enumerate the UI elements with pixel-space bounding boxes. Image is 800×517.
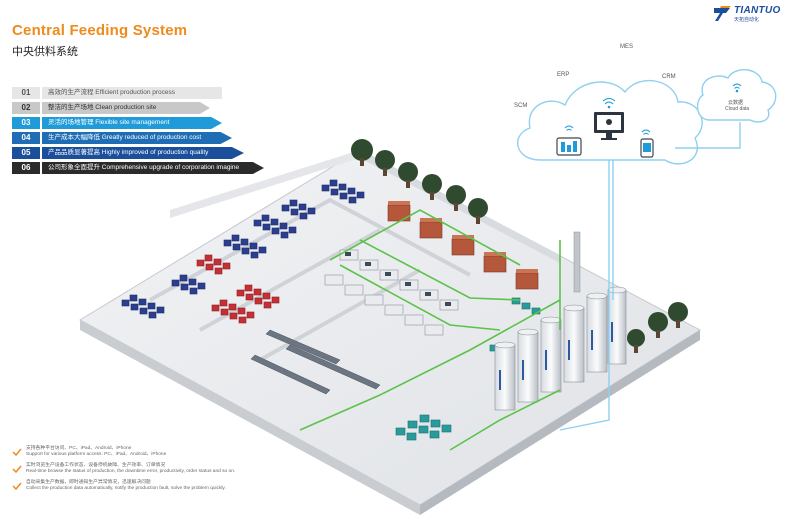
system-label-mes: MES — [620, 44, 634, 50]
note-item: 自动采集生产数据，即时通知生产异常情况，迅速解决问题 Collect the p… — [12, 480, 312, 492]
note-item: 实时浏览生产设备工作状态、设备停机故障、生产效率、订单情况 Real-time … — [12, 463, 312, 475]
feature-item: 01 高效的生产流程 Efficient production process — [12, 87, 272, 99]
monitor-icon — [594, 112, 624, 140]
feature-text: 生产成本大幅降低 Greatly reduced of production c… — [42, 132, 232, 144]
tablet-icon — [556, 137, 582, 156]
feature-number: 02 — [12, 102, 40, 114]
logo-name: TIANTUO — [734, 5, 781, 16]
system-label-erp: ERP — [557, 72, 570, 78]
company-logo: TIANTUO 天拓自动化 — [712, 5, 792, 23]
logo-name-cn: 天拓自动化 — [734, 17, 760, 23]
feature-number: 04 — [12, 132, 40, 144]
trees — [351, 139, 688, 353]
note-text-en: Real-time browse the status of productio… — [26, 469, 236, 474]
feature-number: 01 — [12, 87, 40, 99]
cloud-data-label-en: Cloud data — [725, 106, 750, 112]
conveyor-lines — [250, 329, 381, 395]
check-icon — [12, 482, 22, 491]
silos — [494, 286, 627, 411]
wifi-icon — [564, 83, 742, 135]
feature-text: 灵活的场地管理 Flexible site management — [42, 117, 222, 129]
cloud-data-label-cn: 云数据 — [728, 100, 744, 106]
feature-item: 05 产品品质显著提高 Highly improved of productio… — [12, 147, 272, 159]
feature-item: 04 生产成本大幅降低 Greatly reduced of productio… — [12, 132, 272, 144]
feature-item: 06 公司形象全面提升 Comprehensive upgrade of cor… — [12, 162, 272, 174]
feature-text: 公司形象全面提升 Comprehensive upgrade of corpor… — [42, 162, 264, 174]
note-text-cn: 实时浏览生产设备工作状态、设备停机故障、生产效率、订单情况 — [26, 463, 166, 468]
system-label-scm: SCM — [514, 103, 528, 109]
material-bins-blue — [121, 179, 365, 319]
feature-text: 整洁的生产场地 Clean production site — [42, 102, 210, 114]
feature-number: 05 — [12, 147, 40, 159]
note-text-en: Collect the production data automaticall… — [26, 486, 226, 491]
feature-item: 03 灵活的场地管理 Flexible site management — [12, 117, 272, 129]
note-text-cn: 自动采集生产数据，即时通知生产异常情况，迅速解决问题 — [26, 480, 151, 485]
silo-stripes — [499, 322, 613, 390]
note-text-cn: 支持各种平台访问、PC、iPad、Android、iPhone — [26, 446, 132, 451]
chimney — [573, 231, 581, 293]
feature-text: 产品品质显著提高 Highly improved of production q… — [42, 147, 244, 159]
page-title: Central Feeding System — [12, 22, 188, 39]
note-text-en: Support for various platform access: PC、… — [26, 452, 167, 457]
dryer-units — [387, 201, 539, 290]
check-icon — [12, 465, 22, 474]
note-item: 支持各种平台访问、PC、iPad、Android、iPhone Support … — [12, 446, 312, 458]
page-subtitle: 中央供料系统 — [12, 46, 78, 58]
phone-icon — [640, 138, 654, 158]
feature-notes: 支持各种平台访问、PC、iPad、Android、iPhone Support … — [12, 446, 312, 497]
check-icon — [12, 448, 22, 457]
feature-list: 01 高效的生产流程 Efficient production process … — [12, 87, 272, 177]
machine-panels — [345, 252, 451, 306]
feature-number: 06 — [12, 162, 40, 174]
material-bins-red — [196, 254, 280, 324]
system-label-crm: CRM — [662, 74, 676, 80]
feature-item: 02 整洁的生产场地 Clean production site — [12, 102, 272, 114]
feeding-pipes — [299, 209, 561, 451]
feature-number: 03 — [12, 117, 40, 129]
tiantuo-logo-icon — [714, 6, 731, 21]
feature-text: 高效的生产流程 Efficient production process — [42, 87, 222, 99]
